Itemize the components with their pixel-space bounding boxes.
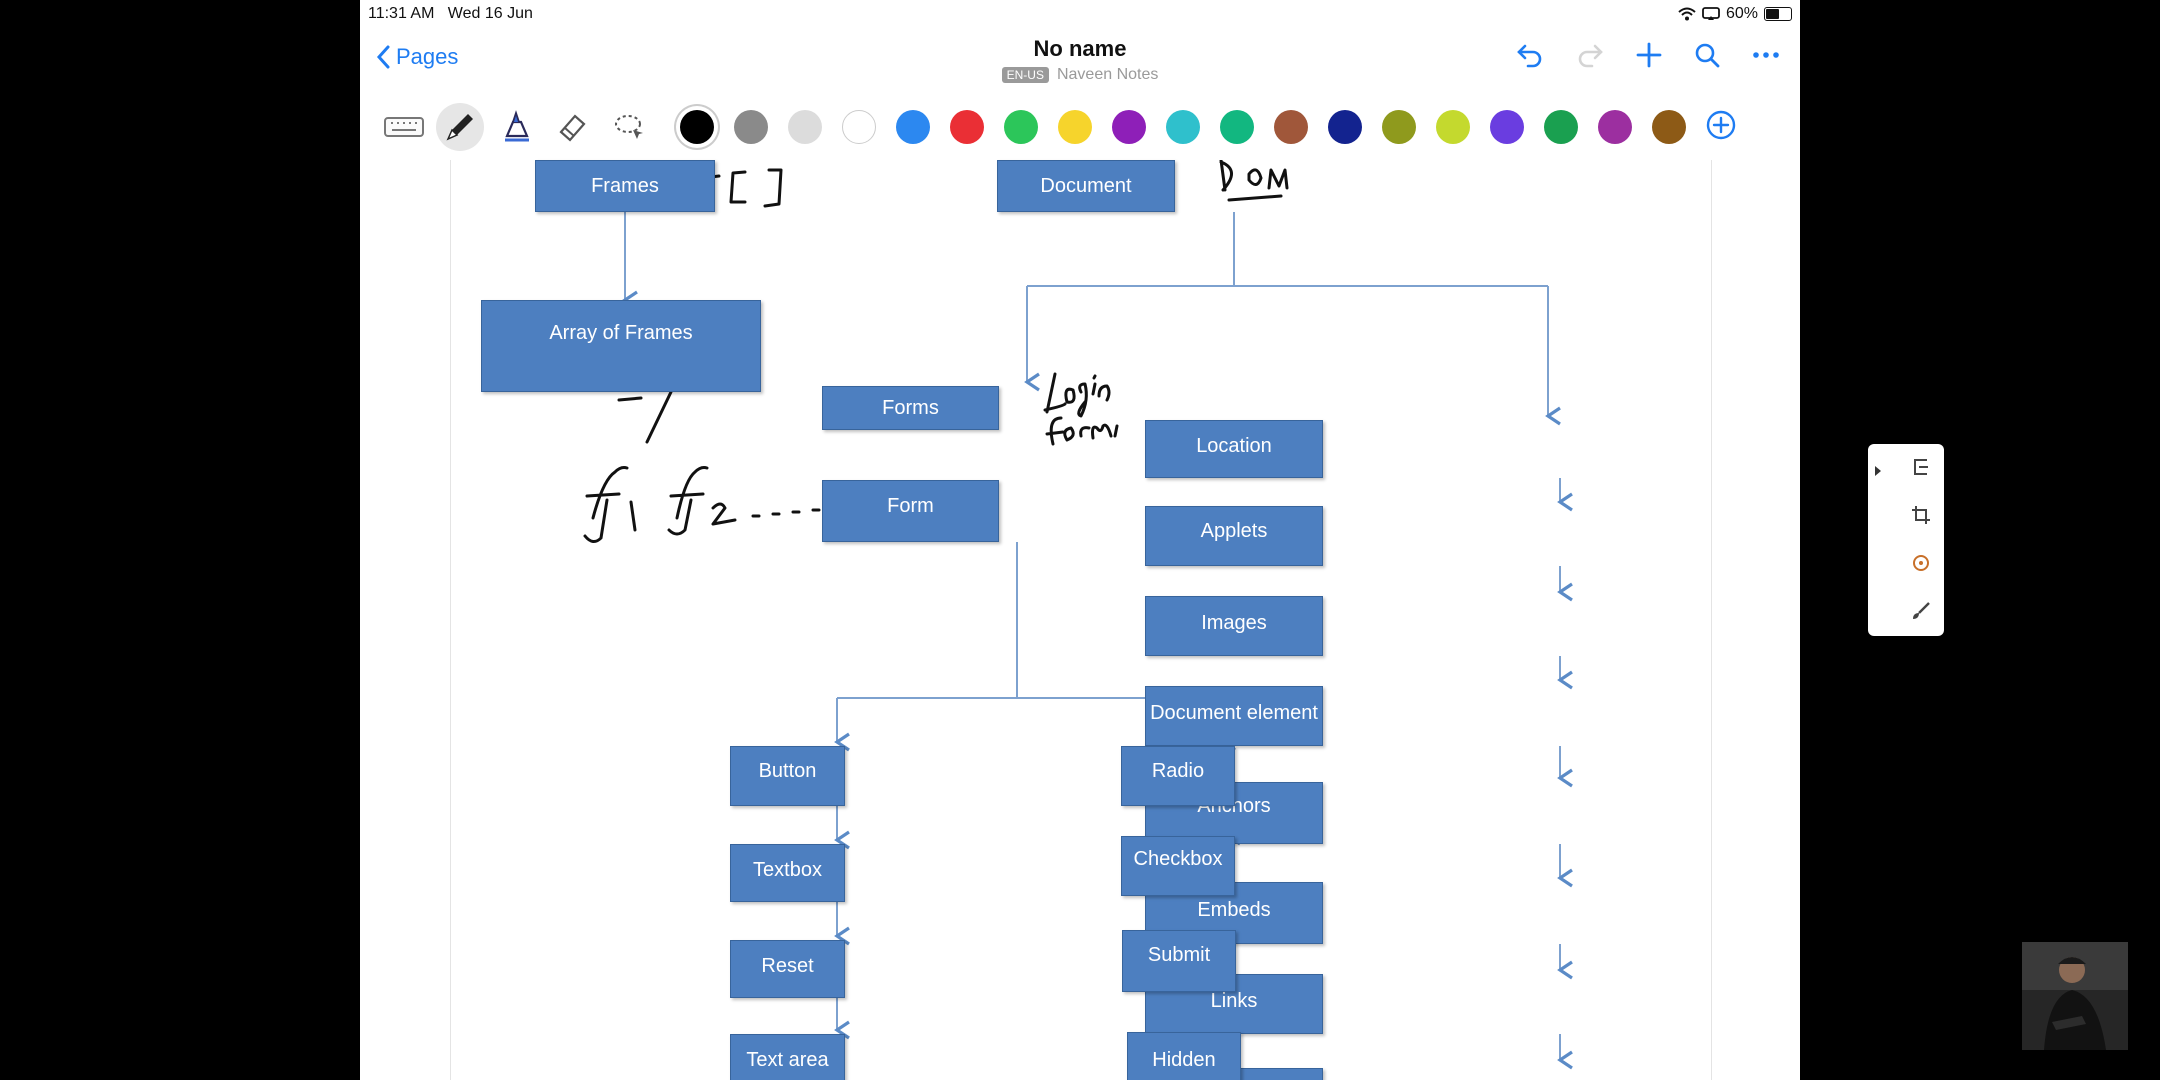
diagram-connectors bbox=[583, 160, 1573, 1070]
document-subtitle: EN-US Naveen Notes bbox=[360, 66, 1800, 84]
color-swatch[interactable] bbox=[1382, 110, 1416, 144]
search-button[interactable] bbox=[1694, 42, 1720, 68]
color-palette bbox=[652, 110, 1686, 144]
images-box: Images bbox=[1145, 596, 1323, 656]
color-swatch[interactable] bbox=[1058, 110, 1092, 144]
document-box: Document bbox=[997, 160, 1175, 212]
insert-icon bbox=[1914, 459, 1928, 475]
nav-actions bbox=[1516, 42, 1780, 68]
keyboard-icon bbox=[384, 117, 424, 137]
checkbox-box: Checkbox bbox=[1121, 836, 1235, 896]
lasso-tool[interactable] bbox=[604, 103, 652, 151]
note-canvas[interactable]: Frames Array of Frames Document Forms Fo… bbox=[450, 160, 1712, 1080]
presenter-silhouette bbox=[2022, 942, 2128, 1050]
pen-icon bbox=[446, 114, 473, 141]
eraser-tool[interactable] bbox=[548, 103, 596, 151]
more-button[interactable] bbox=[1752, 51, 1780, 59]
ipad-screen: 11:31 AM Wed 16 Jun 60% Pages No name EN… bbox=[360, 0, 1800, 1080]
frames-box: Frames bbox=[535, 160, 715, 212]
highlighter-icon bbox=[505, 110, 529, 142]
brush-button[interactable] bbox=[1910, 600, 1932, 627]
eraser-icon bbox=[559, 114, 586, 142]
color-swatch[interactable] bbox=[842, 110, 876, 144]
shape-button[interactable] bbox=[1910, 552, 1932, 579]
brush-icon bbox=[1913, 602, 1930, 619]
array-of-frames-box: Array of Frames bbox=[481, 300, 761, 392]
color-swatch[interactable] bbox=[1328, 110, 1362, 144]
chevron-left-icon bbox=[376, 45, 390, 69]
submit-box: Submit bbox=[1122, 930, 1236, 992]
floating-side-toolbar bbox=[1868, 444, 1944, 636]
battery-fill bbox=[1766, 9, 1780, 19]
ellipsis-icon bbox=[1753, 52, 1779, 58]
redo-icon bbox=[1578, 44, 1603, 68]
status-time: 11:31 AM Wed 16 Jun bbox=[368, 5, 533, 22]
pen-tool[interactable] bbox=[436, 103, 484, 151]
undo-button[interactable] bbox=[1516, 42, 1544, 68]
button-box: Button bbox=[730, 746, 845, 806]
color-swatch[interactable] bbox=[1220, 110, 1254, 144]
color-swatch[interactable] bbox=[680, 110, 714, 144]
applets-box: Applets bbox=[1145, 506, 1323, 566]
reset-box: Reset bbox=[730, 940, 845, 998]
back-label: Pages bbox=[396, 44, 459, 69]
text-area-box: Text area bbox=[730, 1034, 845, 1080]
hidden-box: Hidden bbox=[1127, 1032, 1241, 1080]
color-swatch[interactable] bbox=[950, 110, 984, 144]
forms-box: Forms bbox=[822, 386, 999, 430]
undo-icon bbox=[1517, 44, 1542, 68]
battery-icon bbox=[1764, 7, 1792, 21]
add-button[interactable] bbox=[1636, 42, 1662, 68]
color-swatch[interactable] bbox=[1436, 110, 1470, 144]
insert-button[interactable] bbox=[1910, 456, 1932, 483]
textbox-box: Textbox bbox=[730, 844, 845, 902]
form-box: Form bbox=[822, 480, 999, 542]
add-color-button[interactable] bbox=[1706, 110, 1736, 145]
nav-bar: Pages No name EN-US Naveen Notes bbox=[360, 30, 1800, 90]
screen-mirroring-icon bbox=[1702, 7, 1720, 20]
color-swatch[interactable] bbox=[1652, 110, 1686, 144]
notebook-name: Naveen Notes bbox=[1056, 66, 1159, 83]
document-title[interactable]: No name bbox=[1033, 36, 1127, 61]
lasso-icon bbox=[615, 115, 643, 139]
color-swatch[interactable] bbox=[1274, 110, 1308, 144]
color-swatch[interactable] bbox=[1544, 110, 1578, 144]
color-swatch[interactable] bbox=[734, 110, 768, 144]
plus-icon bbox=[1636, 42, 1662, 68]
crop-button[interactable] bbox=[1910, 504, 1932, 531]
battery-percent: 60% bbox=[1725, 5, 1758, 22]
wifi-icon bbox=[1678, 7, 1696, 21]
status-indicators: 60% bbox=[1678, 5, 1792, 23]
collapse-panel-button[interactable] bbox=[1874, 464, 1882, 482]
radio-box: Radio bbox=[1121, 746, 1235, 806]
crop-icon bbox=[1912, 506, 1930, 524]
document-element-box: Document element bbox=[1145, 686, 1323, 746]
plus-circle-icon bbox=[1706, 110, 1736, 139]
color-swatch[interactable] bbox=[1166, 110, 1200, 144]
language-badge: EN-US bbox=[1001, 67, 1049, 83]
circle-target-icon bbox=[1913, 555, 1929, 571]
search-icon bbox=[1695, 43, 1720, 68]
highlighter-tool[interactable] bbox=[492, 103, 540, 151]
chevron-right-icon bbox=[1875, 466, 1881, 476]
drawing-toolbar bbox=[360, 100, 1800, 154]
color-swatch[interactable] bbox=[1490, 110, 1524, 144]
color-swatch[interactable] bbox=[1004, 110, 1038, 144]
color-swatch[interactable] bbox=[896, 110, 930, 144]
color-swatch[interactable] bbox=[1112, 110, 1146, 144]
keyboard-tool[interactable] bbox=[380, 103, 428, 151]
webcam-overlay bbox=[2022, 942, 2128, 1050]
location-box: Location bbox=[1145, 420, 1323, 478]
color-swatch[interactable] bbox=[788, 110, 822, 144]
color-swatch[interactable] bbox=[1598, 110, 1632, 144]
redo-button[interactable] bbox=[1576, 42, 1604, 68]
pages-back-button[interactable]: Pages bbox=[376, 44, 458, 70]
